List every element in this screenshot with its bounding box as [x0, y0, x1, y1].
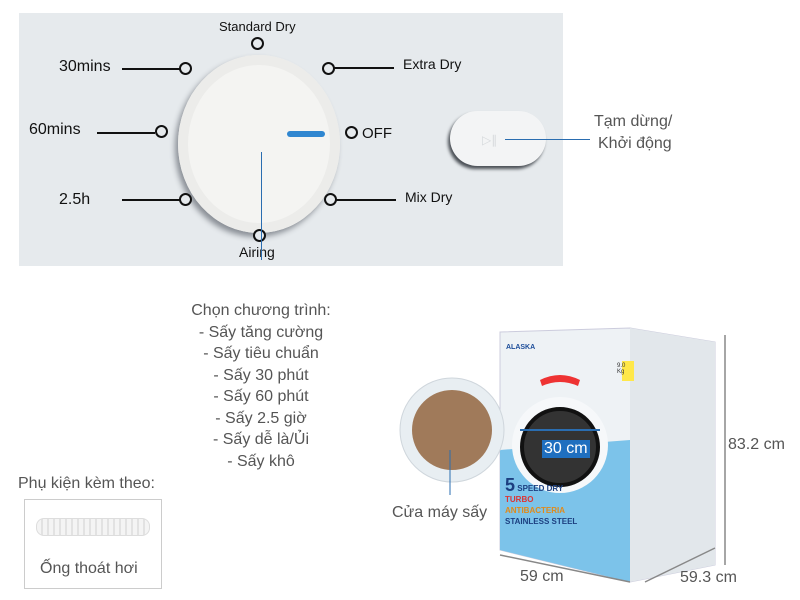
setting-extra-dry: Extra Dry: [403, 56, 462, 72]
program-item: - Sấy tăng cường: [198, 323, 324, 341]
vent-hose-image: [36, 518, 150, 536]
badge-stainless: STAINLESS STEEL: [505, 517, 578, 526]
capacity-badge: 9.0 Kg: [617, 363, 626, 375]
program-menu: Chọn chương trình: - Sấy tăng cường - Sấ…: [160, 300, 362, 472]
start-pause-label: Tạm dừng/: [594, 113, 673, 130]
door-label: Cửa máy sấy: [392, 504, 488, 521]
feature-badges: 5 SPEED DRY TURBO ANTIBACTERIA STAINLESS…: [505, 476, 578, 527]
start-pause-label: Khởi động: [598, 135, 672, 152]
accessory-box: [24, 499, 162, 589]
depth-dimension: 59.3 cm: [680, 569, 737, 586]
program-item: - Sấy 2.5 giờ: [215, 409, 307, 427]
leader-line: [336, 199, 396, 201]
mark-60mins: [155, 125, 168, 138]
setting-60mins: 60mins: [29, 121, 81, 138]
mark-30mins: [179, 62, 192, 75]
start-pause-button[interactable]: [450, 111, 546, 166]
mark-2-5h: [179, 193, 192, 206]
dryer-product-image: [399, 327, 726, 583]
setting-airing: Airing: [239, 244, 275, 260]
program-item: - Sấy 30 phút: [213, 366, 309, 384]
accessory-label: Ống thoát hơi: [40, 560, 138, 577]
badge-turbo: TURBO: [505, 495, 534, 504]
play-pause-icon: ▷∥: [482, 133, 498, 147]
leader-line: [334, 67, 394, 69]
brand-logo: ALASKA: [506, 344, 536, 351]
drum-diameter-label: 30 cm: [542, 440, 590, 458]
program-item: - Sấy tiêu chuẩn: [203, 345, 319, 362]
mark-off: [345, 126, 358, 139]
width-dimension: 59 cm: [520, 568, 564, 585]
accessories-title: Phụ kiện kèm theo:: [18, 475, 155, 492]
setting-off: OFF: [362, 125, 392, 142]
program-item: - Sấy 60 phút: [213, 388, 309, 405]
badge-number: 5: [505, 475, 516, 495]
program-item: - Sấy khô: [227, 452, 295, 470]
setting-30mins: 30mins: [59, 58, 111, 75]
program-menu-title: Chọn chương trình:: [191, 302, 331, 319]
program-item: - Sấy dễ là/Ủi: [212, 431, 310, 448]
leader-line: [122, 199, 180, 201]
badge-antibacteria: ANTIBACTERIA: [505, 506, 565, 515]
setting-standard-dry: Standard Dry: [219, 19, 296, 34]
mark-airing: [253, 229, 266, 242]
badge-speed-dry: SPEED DRY: [517, 484, 564, 493]
program-dial[interactable]: [178, 55, 340, 233]
setting-2-5h: 2.5h: [59, 191, 91, 208]
mark-standard-dry: [251, 37, 264, 50]
callout-line: [261, 152, 262, 260]
setting-mix-dry: Mix Dry: [405, 189, 453, 205]
height-dimension: 83.2 cm: [728, 436, 785, 453]
callout-line: [505, 139, 590, 140]
leader-line: [122, 68, 180, 70]
leader-line: [97, 132, 155, 134]
dial-indicator: [287, 131, 325, 137]
